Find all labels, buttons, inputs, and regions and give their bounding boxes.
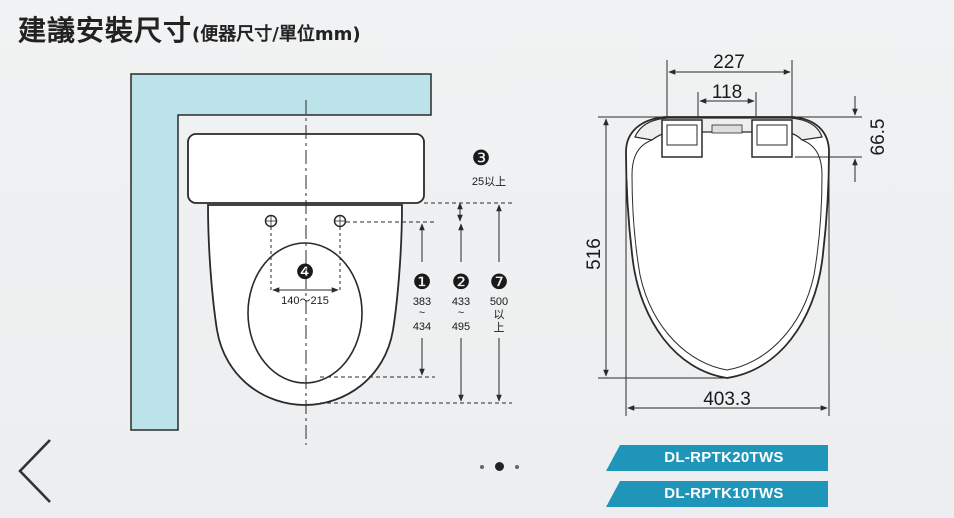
dimension-118-label: 118 — [712, 82, 742, 103]
marker-2-value-max: 495 — [452, 321, 470, 333]
marker-2-range-sign: ~ — [458, 307, 464, 319]
carousel-dot-1[interactable] — [480, 464, 484, 469]
marker-3-symbol: ❸ — [472, 147, 491, 170]
marker-4-label: 140〜215 — [281, 295, 329, 307]
hole-spacing-dimension — [270, 227, 341, 293]
hinge-right — [751, 119, 793, 158]
seat-outline — [625, 116, 830, 379]
bowl-opening — [247, 242, 363, 384]
dimension-516-label: 516 — [584, 238, 605, 270]
dimension-403-3-label: 403.3 — [703, 389, 751, 410]
chevron-left-icon — [18, 439, 51, 503]
wall — [130, 73, 432, 431]
previous-slide-button[interactable] — [14, 436, 58, 506]
carousel-dot-2-active[interactable] — [495, 462, 504, 471]
marker-1-symbol: ❶ — [413, 271, 432, 294]
carousel-pagination — [480, 462, 519, 471]
marker-7-symbol: ❼ — [490, 271, 509, 294]
marker-1-value-min: 383 — [413, 296, 431, 308]
hinge-left — [661, 119, 703, 158]
page-title-main: 建議安裝尺寸 — [18, 14, 193, 47]
lid-inner-outline — [631, 139, 823, 371]
marker-3-label: 25以上 — [472, 175, 506, 188]
marker-4-symbol: ❹ — [296, 261, 315, 284]
model-tag-dl-rptk10tws[interactable]: DL-RPTK10TWS — [606, 481, 828, 507]
page-title-unit: (便器尺寸/單位mm) — [192, 24, 361, 45]
marker-2-value-min: 433 — [452, 296, 470, 308]
mounting-hole-right — [333, 214, 347, 228]
marker-7-suffix-1: 以 — [494, 309, 505, 321]
marker-1-range-sign: ~ — [419, 307, 425, 319]
dimension-227-label: 227 — [713, 52, 745, 73]
marker-7-suffix-2: 上 — [494, 321, 505, 334]
model-tag-dl-rptk20tws[interactable]: DL-RPTK20TWS — [606, 445, 828, 471]
dimension-66-5-label: 66.5 — [868, 119, 889, 156]
page-title: 建議安裝尺寸(便器尺寸/單位mm) — [18, 10, 361, 54]
carousel-dot-3[interactable] — [515, 464, 519, 469]
marker-2-symbol: ❷ — [452, 271, 471, 294]
mounting-hole-left — [264, 214, 278, 228]
marker-1-value-max: 434 — [413, 321, 431, 333]
marker-7-value: 500 — [490, 296, 508, 308]
